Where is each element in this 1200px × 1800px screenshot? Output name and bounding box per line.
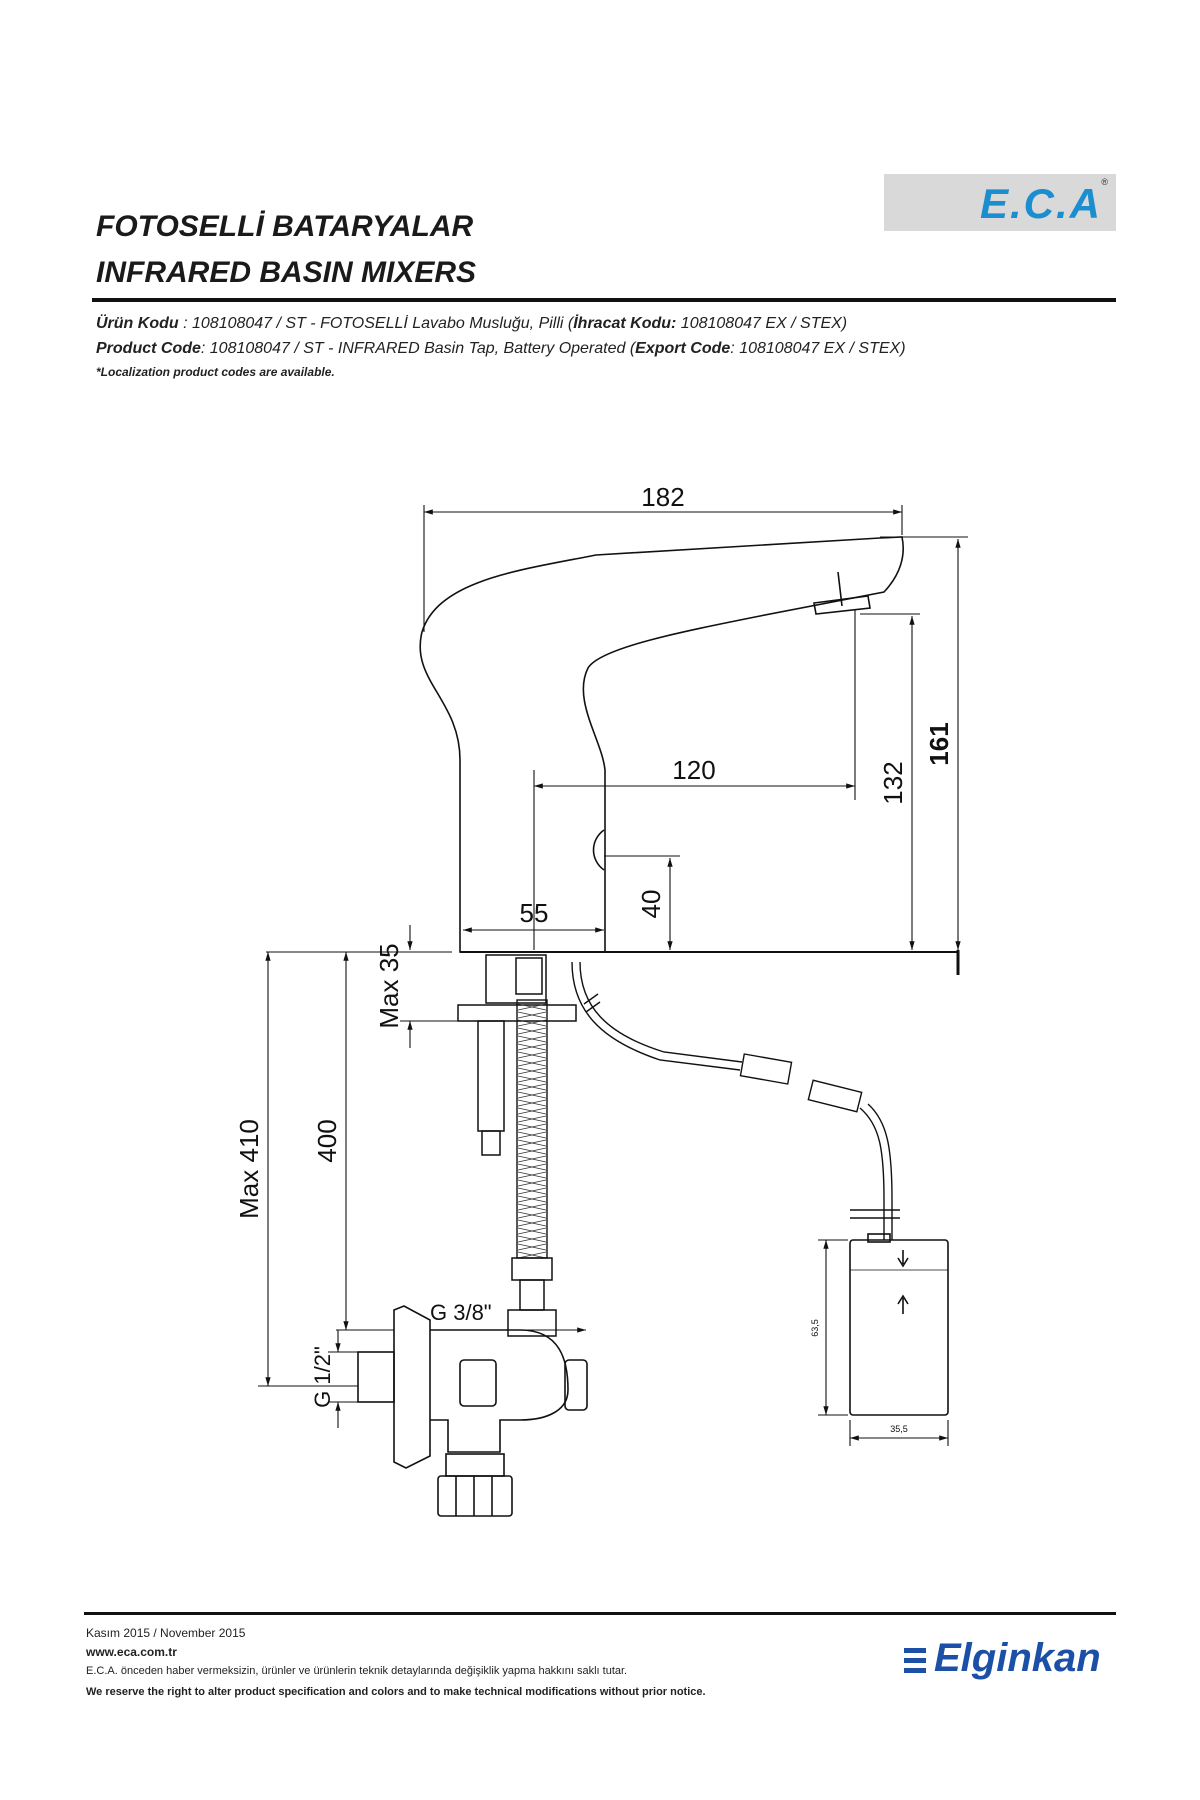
footer-divider bbox=[84, 1612, 1116, 1615]
dim-hose-length: 400 bbox=[312, 1119, 342, 1162]
dim-reach: 120 bbox=[672, 755, 715, 785]
angle-valve bbox=[357, 1305, 588, 1517]
eca-logo: E.C.A ® bbox=[884, 174, 1116, 231]
localization-note: *Localization product codes are availabl… bbox=[96, 365, 335, 379]
battery-box bbox=[849, 1233, 949, 1416]
product-code-en: Product Code: 108108047 / ST - INFRARED … bbox=[96, 340, 906, 358]
product-code-en-value: : 108108047 / ST - INFRARED Basin Tap, B… bbox=[200, 340, 636, 357]
hose-nut bbox=[507, 1257, 557, 1337]
dim-width-total: 182 bbox=[641, 482, 684, 512]
export-code-en-label: Export Code bbox=[635, 340, 731, 357]
aerator bbox=[813, 595, 871, 615]
dim-base: 55 bbox=[520, 898, 549, 928]
elginkan-logo-text: Elginkan bbox=[934, 1636, 1101, 1680]
dim-height-spout: 132 bbox=[878, 761, 908, 804]
footer-website-link[interactable]: www.eca.com.tr bbox=[86, 1645, 177, 1659]
elginkan-logo: Elginkan bbox=[904, 1636, 1114, 1686]
export-code-tr-label: İhracat Kodu: bbox=[573, 315, 677, 332]
dim-battery-width: 35,5 bbox=[890, 1424, 908, 1434]
eca-logo-text: E.C.A bbox=[979, 180, 1102, 227]
dim-thread-hose: G 3/8" bbox=[430, 1300, 492, 1325]
header-divider bbox=[92, 298, 1116, 302]
dim-max-total: Max 410 bbox=[234, 1119, 264, 1219]
technical-drawing: 182 120 55 40 132 161 Max 35 400 Max 410… bbox=[234, 482, 968, 1517]
product-code-tr-value: : 108108047 / ST - FOTOSELLİ Lavabo Musl… bbox=[178, 315, 574, 332]
dim-max-deck: Max 35 bbox=[374, 943, 404, 1028]
product-code-tr-label: Ürün Kodu bbox=[96, 315, 179, 332]
footer-notice-en: We reserve the right to alter product sp… bbox=[86, 1686, 706, 1698]
dim-battery-height: 63,5 bbox=[810, 1319, 820, 1337]
export-code-tr-value: 108108047 EX / STEX) bbox=[676, 315, 848, 332]
footer-date: Kasım 2015 / November 2015 bbox=[86, 1626, 246, 1640]
dim-height-total: 161 bbox=[924, 722, 954, 765]
faucet-body bbox=[419, 536, 904, 953]
product-code-tr: Ürün Kodu : 108108047 / ST - FOTOSELLİ L… bbox=[96, 315, 847, 333]
footer-notice-tr: E.C.A. önceden haber vermeksizin, ürünle… bbox=[86, 1665, 628, 1677]
title-turkish: FOTOSELLİ BATARYALAR bbox=[96, 210, 474, 243]
registered-mark: ® bbox=[1101, 177, 1108, 187]
dim-thread-inlet: G 1/2" bbox=[310, 1346, 335, 1408]
dim-sensor-height: 40 bbox=[636, 890, 666, 919]
product-code-en-label: Product Code bbox=[96, 340, 201, 357]
sensor-window bbox=[592, 829, 605, 871]
title-english: INFRARED BASIN MIXERS bbox=[96, 256, 477, 289]
sensor-cable bbox=[571, 961, 900, 1240]
export-code-en-value: : 108108047 EX / STEX) bbox=[730, 340, 906, 357]
